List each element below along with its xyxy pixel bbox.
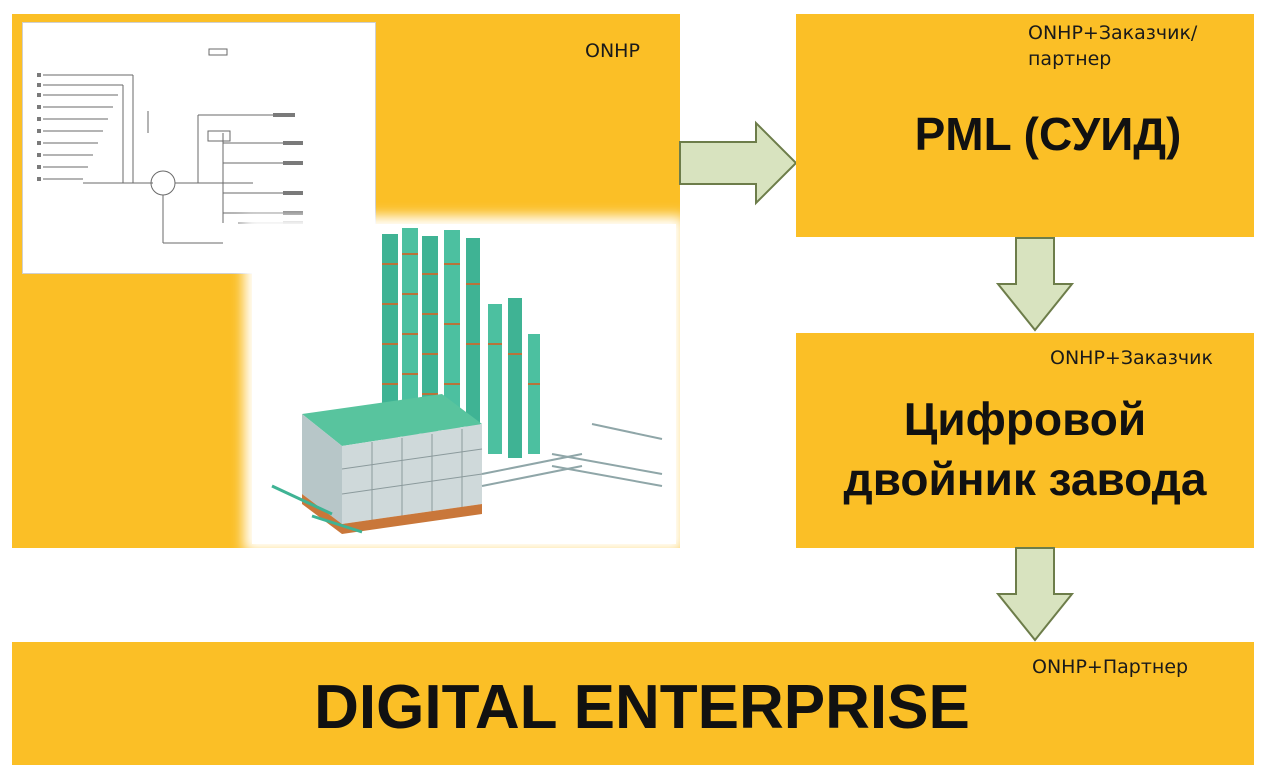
twin-box-title-line1: Цифровой (903, 393, 1147, 445)
arrow-down-icon (996, 237, 1075, 332)
process-schematic-image (22, 22, 376, 274)
plant-model-icon (271, 228, 663, 534)
arrow-right-icon (679, 120, 798, 206)
twin-box-tag: ONHP+Заказчик (1050, 347, 1213, 369)
enterprise-box-tag: ONHP+Партнер (1032, 656, 1189, 678)
pml-box: ONHP+Заказчик/ партнер PML (СУИД) (796, 14, 1254, 237)
pml-box-tag: ONHP+Заказчик/ партнер (1028, 22, 1198, 70)
schematic-drawing-icon (37, 48, 366, 272)
pml-box-title: PML (СУИД) (914, 108, 1182, 160)
plant-3d-model-image (252, 224, 676, 544)
enterprise-box-title: DIGITAL ENTERPRISE (314, 673, 970, 742)
source-box: ONHP (12, 14, 680, 548)
source-box-tag: ONHP (585, 40, 640, 62)
digital-twin-box: ONHP+Заказчик Цифровой двойник завода (796, 333, 1254, 548)
twin-box-title-line2: двойник завода (843, 453, 1207, 505)
digital-enterprise-box: ONHP+Партнер DIGITAL ENTERPRISE (12, 642, 1254, 765)
arrow-down-icon-2 (996, 547, 1075, 642)
